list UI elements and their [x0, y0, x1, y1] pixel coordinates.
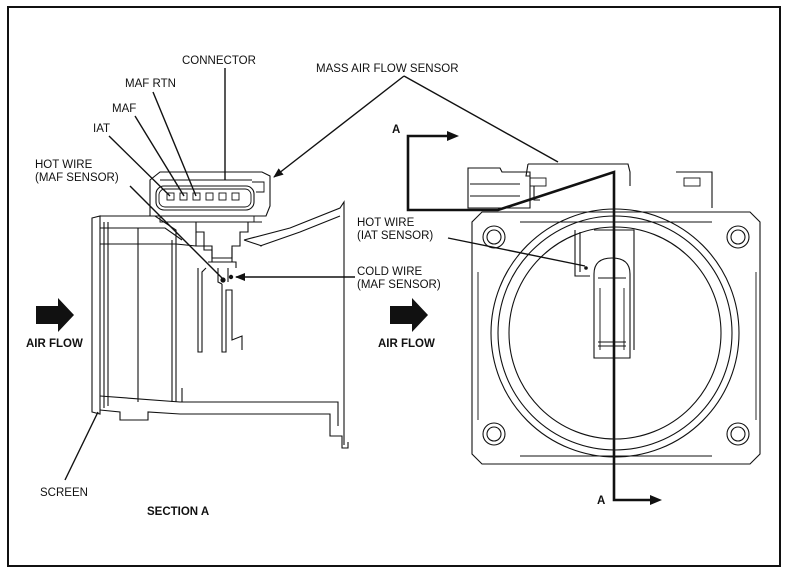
label-section-a: SECTION A [147, 506, 209, 518]
section-arrow-bottom-icon [650, 495, 662, 505]
bolt-holes [482, 225, 750, 446]
section-a-view [64, 68, 355, 481]
air-flow-arrow-left-icon [36, 298, 74, 332]
label-hot-wire-iat-1: HOT WIRE [357, 217, 415, 229]
hot-wire-maf-leader [129, 185, 223, 279]
front-connector [467, 163, 713, 209]
air-flow-arrow-right-icon [390, 298, 428, 332]
label-connector: CONNECTOR [182, 55, 256, 67]
label-maf: MAF [112, 103, 136, 115]
screen-leader [64, 411, 99, 481]
label-iat: IAT [93, 123, 110, 135]
figure-frame [7, 6, 781, 567]
hot-wire-iat-leader [447, 237, 586, 267]
sensor-flange [471, 211, 761, 465]
connector-body [149, 171, 271, 223]
section-arrow-top-icon [447, 131, 459, 141]
duct-body [91, 200, 349, 449]
section-cut-line [406, 131, 662, 505]
maf-sensor-leader-right [403, 75, 559, 163]
connector-pins [166, 192, 240, 201]
maf-leader [134, 115, 185, 197]
sensor-probe [182, 221, 262, 353]
label-hot-wire-iat-2: (IAT SENSOR) [357, 230, 433, 242]
label-maf-rtn: MAF RTN [125, 78, 176, 90]
cold-wire-element [228, 274, 234, 280]
label-screen: SCREEN [40, 487, 88, 499]
label-hot-wire-maf-2: (MAF SENSOR) [35, 172, 119, 184]
label-cold-wire-2: (MAF SENSOR) [357, 279, 441, 291]
label-section-marker-bottom: A [597, 495, 605, 507]
front-probe [574, 229, 635, 359]
label-section-marker-top: A [392, 124, 400, 136]
label-air-flow-right: AIR FLOW [378, 338, 435, 350]
label-mass-air-flow-sensor: MASS AIR FLOW SENSOR [316, 63, 459, 75]
hot-wire-element [220, 277, 226, 283]
label-air-flow-left: AIR FLOW [26, 338, 83, 350]
iat-leader [108, 135, 171, 197]
label-hot-wire-maf-1: HOT WIRE [35, 159, 93, 171]
maf-rtn-leader [152, 91, 197, 197]
label-cold-wire-1: COLD WIRE [357, 266, 423, 278]
maf-sensor-leader-left [273, 75, 405, 178]
